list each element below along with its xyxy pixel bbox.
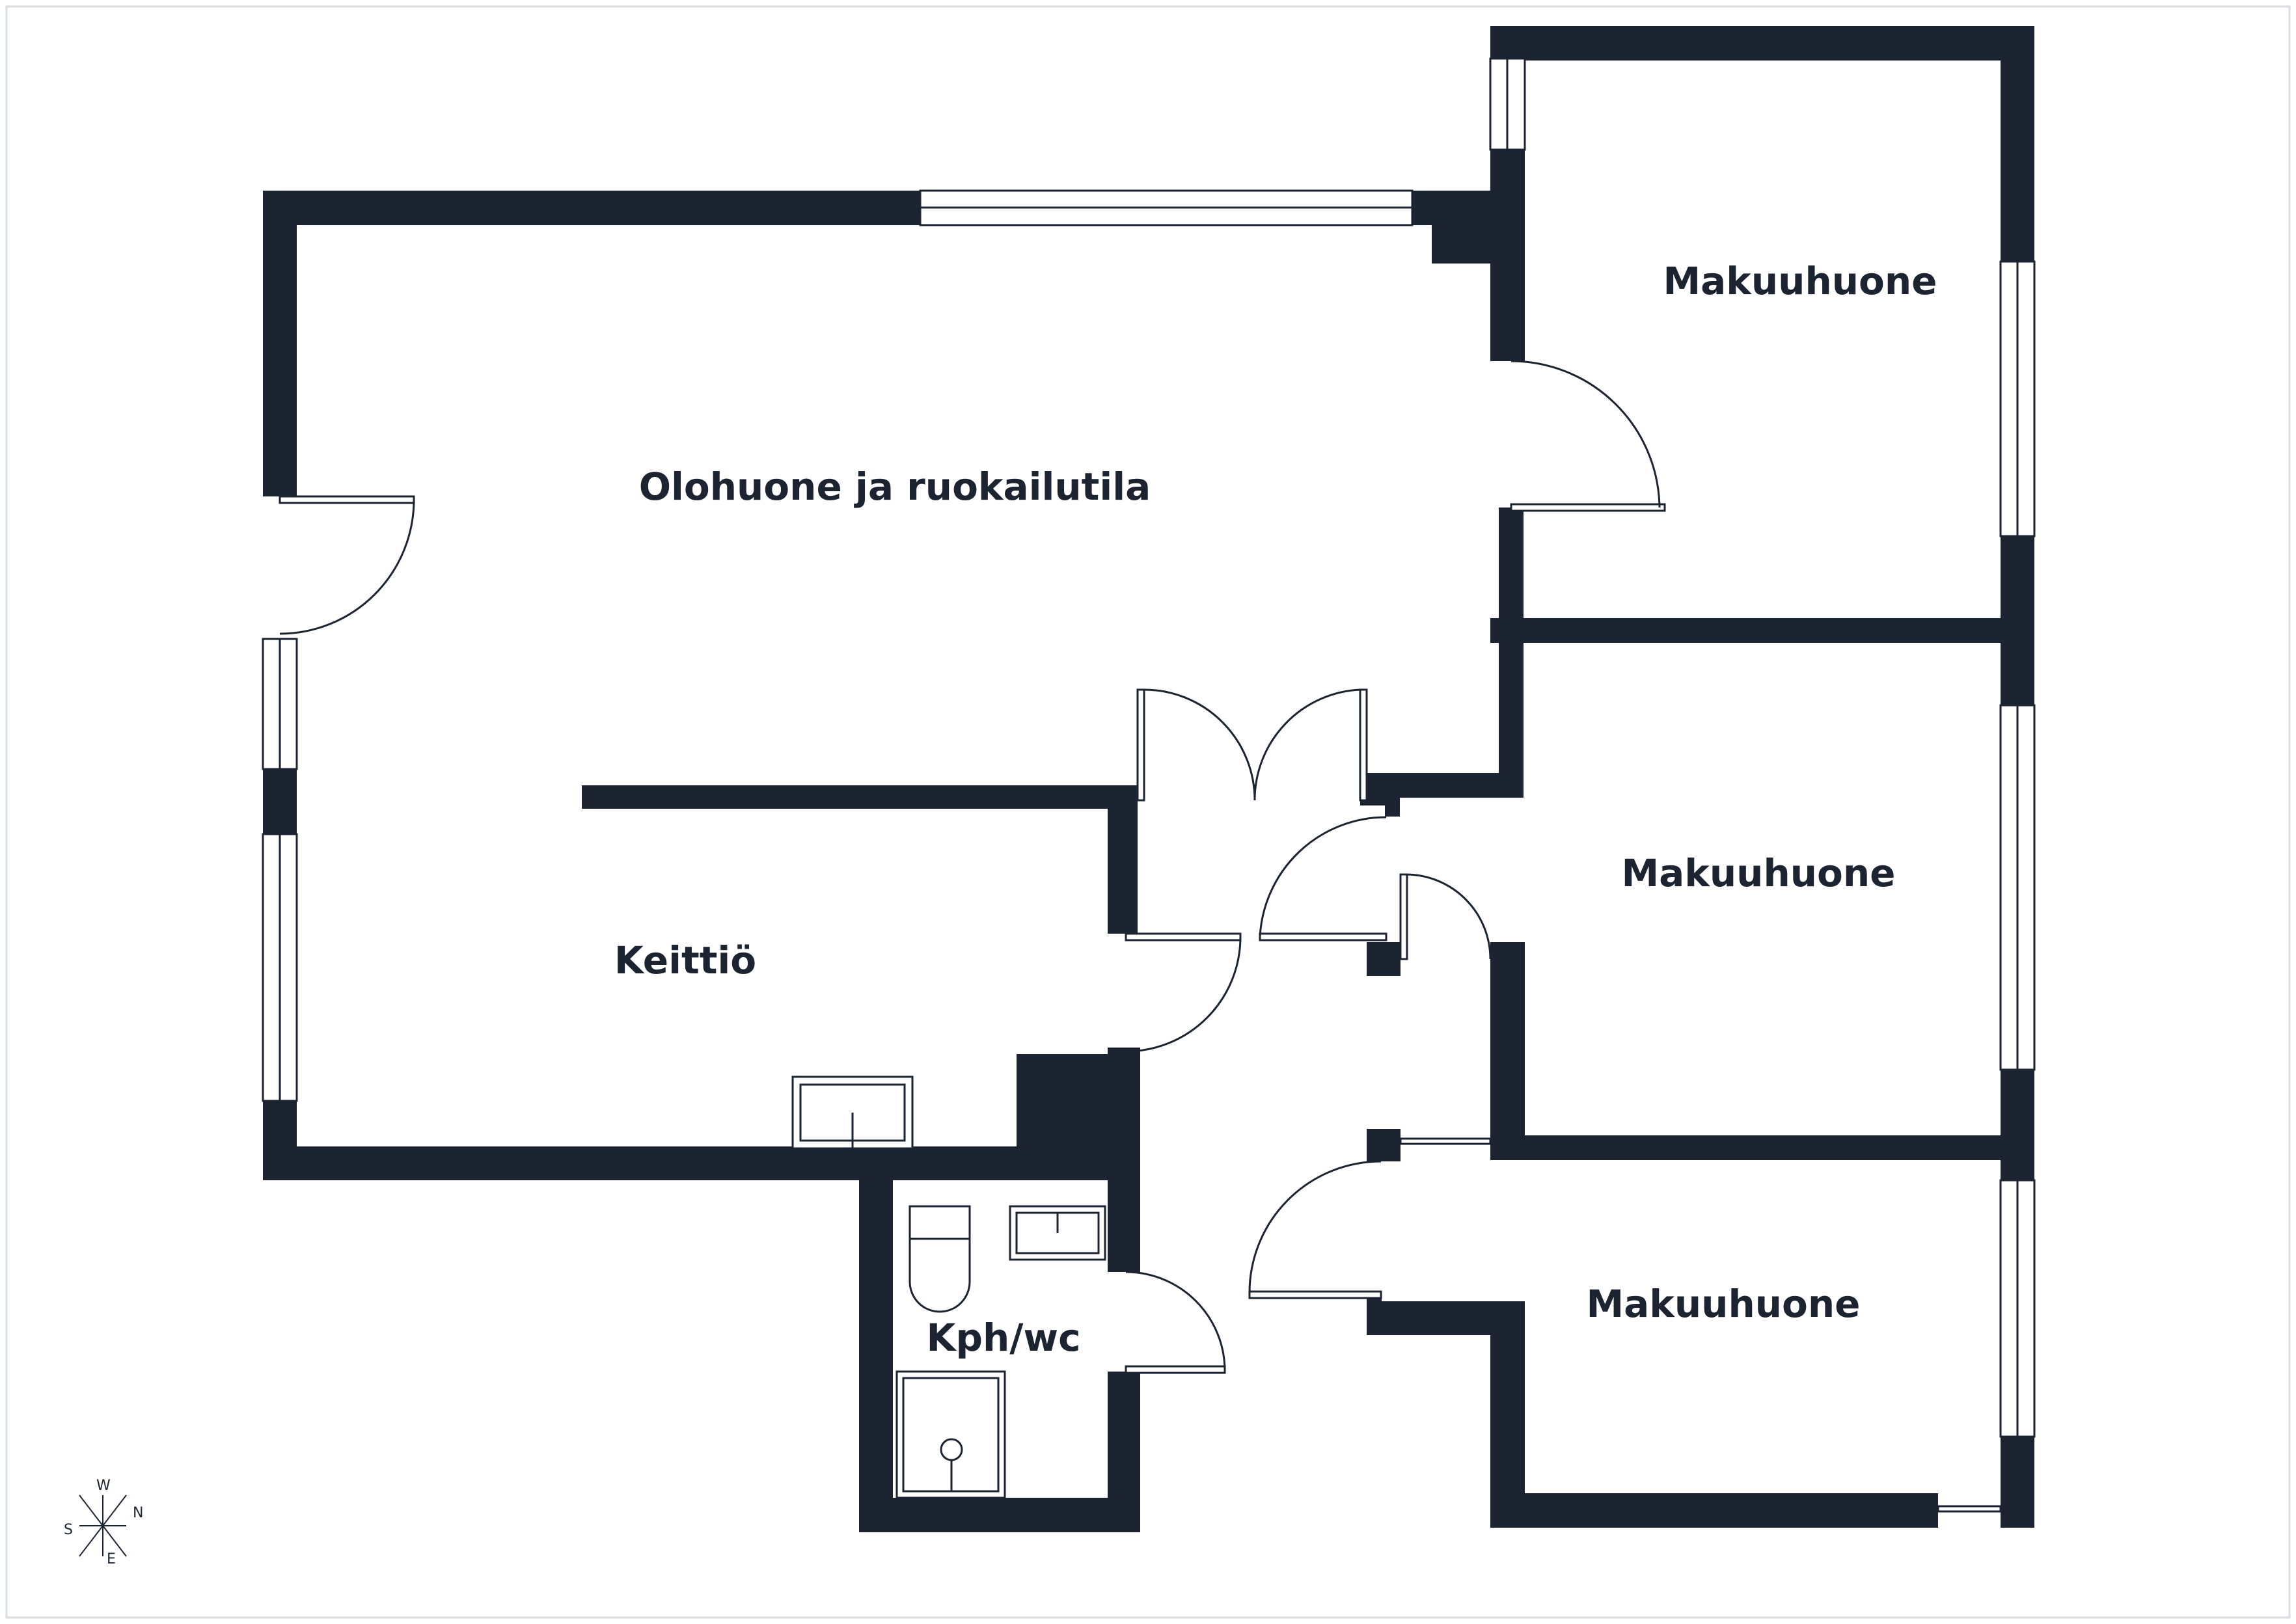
fixtures	[791, 1076, 1106, 1499]
label-kitchen: Keittiö	[614, 938, 756, 982]
compass-west: W	[96, 1478, 111, 1494]
toilet	[909, 1205, 971, 1240]
compass-east: E	[107, 1551, 116, 1567]
label-bedroom-top: Makuuhuone	[1663, 259, 1937, 303]
label-bedroom-bottom: Makuuhuone	[1586, 1282, 1860, 1326]
compass-south: S	[64, 1522, 73, 1538]
label-bedroom-mid: Makuuhuone	[1621, 851, 1895, 895]
label-living: Olohuone ja ruokailutila	[639, 465, 1151, 509]
windows	[262, 57, 2036, 1513]
label-bathroom: Kph/wc	[927, 1316, 1081, 1360]
compass-north: N	[133, 1505, 143, 1521]
room-labels: Olohuone ja ruokailutila Makuuhuone Maku…	[614, 259, 1937, 1360]
compass-icon: W N S E	[64, 1478, 143, 1567]
doors	[279, 360, 1666, 1374]
walls	[263, 26, 2034, 1532]
page-frame	[5, 5, 2291, 1619]
